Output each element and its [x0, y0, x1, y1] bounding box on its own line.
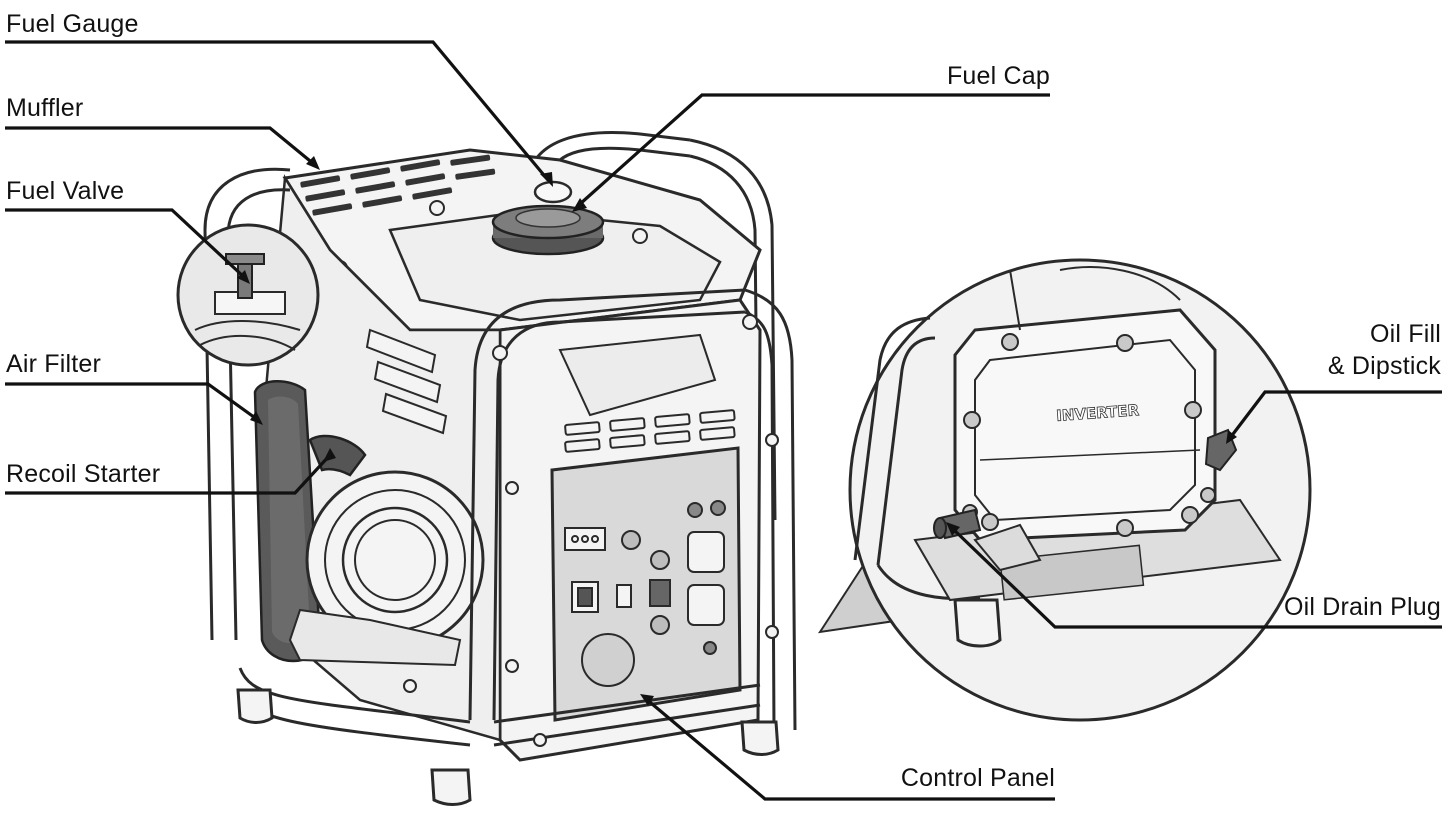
leader-oil-fill — [1228, 390, 1442, 439]
label-oil-fill-line2: & Dipstick — [1327, 352, 1441, 380]
leader-air-filter — [5, 382, 259, 422]
rubber-feet — [236, 688, 780, 806]
label-muffler: Muffler — [6, 94, 84, 122]
label-control-panel: Control Panel — [900, 764, 1055, 792]
label-fuel-valve: Fuel Valve — [6, 177, 125, 205]
leader-oil-drain — [950, 526, 1442, 629]
label-oil-fill-line1: Oil Fill — [1369, 320, 1441, 348]
leader-arrowheads — [237, 156, 1237, 706]
recoil-handle — [308, 434, 367, 477]
label-oil-drain-plug: Oil Drain Plug — [1283, 593, 1441, 621]
leader-lines — [5, 40, 1442, 801]
fuel-valve-inset — [176, 223, 320, 367]
leader-control-panel — [643, 696, 1055, 801]
front-vents — [564, 409, 736, 453]
label-air-filter: Air Filter — [6, 350, 102, 378]
side-louvres — [365, 328, 448, 435]
oil-inset: INVERTER — [848, 258, 1312, 722]
leader-fuel-gauge — [5, 40, 550, 182]
fuel-gauge-dome — [533, 180, 573, 204]
leader-muffler — [5, 126, 317, 167]
leader-fuel-valve — [5, 208, 247, 280]
label-fuel-gauge: Fuel Gauge — [6, 10, 139, 38]
control-panel-components — [564, 500, 726, 687]
leader-fuel-cap — [578, 93, 1050, 206]
leader-recoil-starter — [5, 453, 332, 495]
fuel-cap — [491, 204, 605, 256]
inverter-housing — [953, 308, 1217, 542]
muffler-grille — [300, 154, 496, 216]
label-recoil-starter: Recoil Starter — [6, 460, 161, 488]
label-fuel-cap: Fuel Cap — [946, 62, 1050, 90]
recoil-starter-housing — [305, 470, 485, 650]
